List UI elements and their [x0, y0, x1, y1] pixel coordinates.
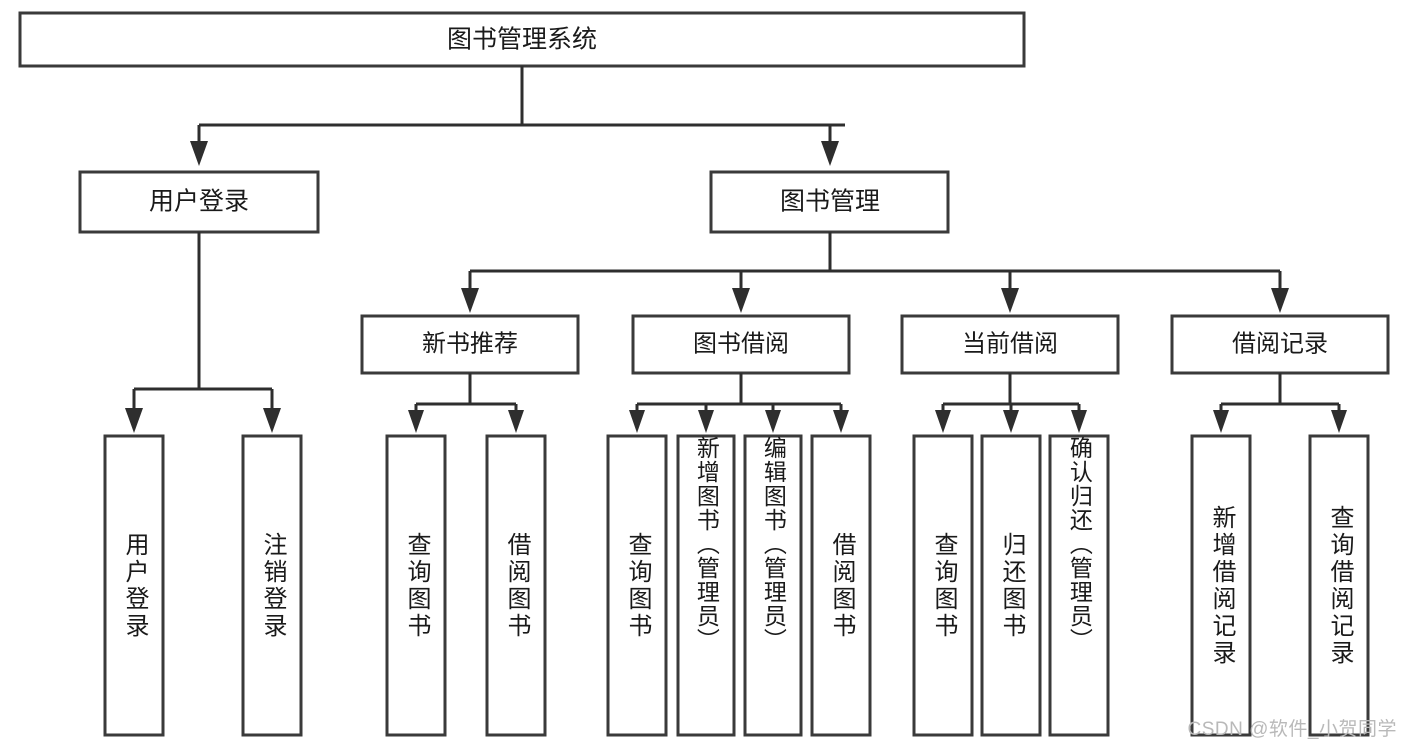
arrowhead-icon: [833, 410, 849, 433]
arrowhead-icon: [190, 141, 208, 166]
leaf-add-book-box[interactable]: [676, 434, 736, 737]
node-root-box[interactable]: [18, 11, 1026, 68]
node-user-login[interactable]: 用户登录: [78, 170, 320, 234]
leaf-borrow-book-box[interactable]: [810, 434, 872, 737]
node-borrow-record-label: 借阅记录: [1232, 330, 1328, 357]
node-new-book-rec-box[interactable]: [360, 314, 580, 375]
leaf-borrow-book-rec-box[interactable]: [485, 434, 547, 737]
node-borrow-record[interactable]: 借阅记录: [1170, 314, 1390, 375]
node-book-borrow[interactable]: 图书借阅: [631, 314, 851, 375]
connector-new-book-rec-to-leaves: [408, 373, 524, 433]
arrowhead-icon: [935, 410, 951, 433]
arrowhead-icon: [1271, 288, 1289, 313]
leaf-return-book-box[interactable]: [980, 434, 1042, 737]
node-user-login-box[interactable]: [78, 170, 320, 234]
leaf-query-record-box[interactable]: [1308, 434, 1370, 737]
arrowhead-icon: [1071, 410, 1087, 433]
node-root[interactable]: 图书管理系统: [18, 11, 1026, 68]
node-current-borrow[interactable]: 当前借阅: [900, 314, 1120, 375]
node-new-book-rec-label: 新书推荐: [422, 330, 518, 357]
arrowhead-icon: [1003, 410, 1019, 433]
connector-current-borrow-to-leaves: [935, 373, 1087, 433]
arrowhead-icon: [125, 408, 143, 433]
leaf-user-logout-box[interactable]: [241, 434, 303, 737]
node-user-login-label: 用户登录: [149, 188, 249, 216]
connector-book-borrow-to-leaves: [629, 373, 849, 433]
node-book-borrow-label: 图书借阅: [693, 330, 789, 357]
leaf-query-book-cur-box[interactable]: [912, 434, 974, 737]
node-current-borrow-label: 当前借阅: [962, 330, 1058, 357]
leaf-edit-book-box[interactable]: [743, 434, 803, 737]
arrowhead-icon: [698, 410, 714, 433]
node-book-manage[interactable]: 图书管理: [709, 170, 950, 234]
node-book-manage-label: 图书管理: [780, 188, 880, 216]
arrowhead-icon: [821, 141, 839, 166]
connector-borrow-record-to-leaves: [1213, 373, 1347, 433]
arrowhead-icon: [408, 410, 424, 433]
arrowhead-icon: [629, 410, 645, 433]
arrowhead-icon: [1331, 410, 1347, 433]
leaf-add-record-box[interactable]: [1190, 434, 1252, 737]
node-current-borrow-box[interactable]: [900, 314, 1120, 375]
arrowhead-icon: [732, 288, 750, 313]
leaf-user-login-box[interactable]: [103, 434, 165, 737]
arrowhead-icon: [508, 410, 524, 433]
csdn-watermark: CSDN @软件_小贺同学: [1187, 719, 1397, 740]
connector-book-manage-to-level3: [461, 232, 1289, 313]
node-root-label: 图书管理系统: [447, 26, 597, 54]
node-new-book-rec[interactable]: 新书推荐: [360, 314, 580, 375]
leaf-confirm-return-box[interactable]: [1048, 434, 1110, 737]
arrowhead-icon: [1213, 410, 1229, 433]
arrowhead-icon: [461, 288, 479, 313]
arrowhead-icon: [1001, 288, 1019, 313]
connector-user-login-to-leaves: [125, 232, 281, 433]
arrowhead-icon: [765, 410, 781, 433]
arrowhead-icon: [263, 408, 281, 433]
leaf-query-book-rec-box[interactable]: [385, 434, 447, 737]
connector-root-to-level2: [190, 66, 845, 166]
leaf-query-book-borrow-box[interactable]: [606, 434, 668, 737]
